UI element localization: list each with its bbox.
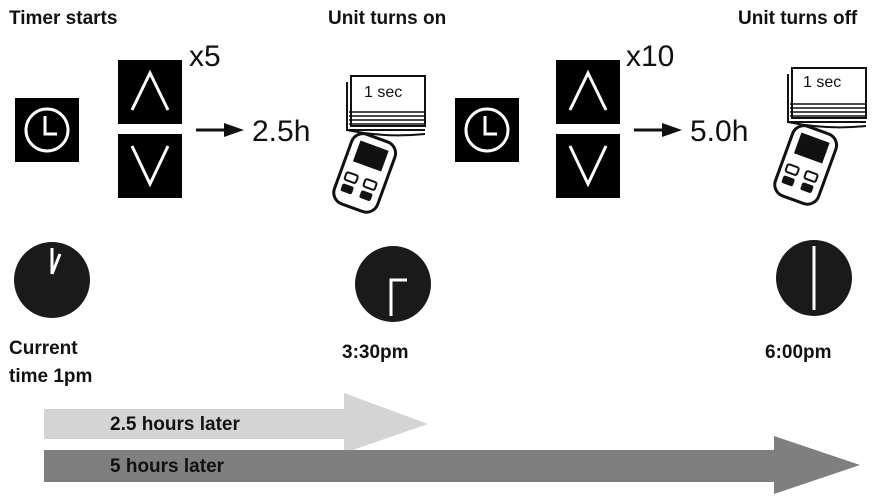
timer-clock-button-2[interactable] [455,98,519,162]
timer-down-button[interactable] [118,134,182,198]
up-arrow-icon [568,69,608,111]
ac-unit-icon [346,75,426,137]
remote-control-icon [773,124,839,206]
timer-up-button[interactable] [118,60,182,124]
caption-start-line1: Current [9,338,78,359]
right-arrow-icon [634,123,682,137]
clock-face-icon [355,246,431,322]
ac-unit-icon [787,67,867,129]
clock-face-icon [14,242,90,318]
down-arrow-icon [130,145,170,188]
duration-step1: 2.5h [252,115,311,148]
caption-on-time: 3:30pm [342,342,409,363]
down-arrow-icon [568,145,608,188]
ac-signal-off: 1 sec [803,74,842,91]
clock-icon [24,107,70,153]
timeline-bar-5-hours [44,436,860,494]
timer-down-button-2[interactable] [556,134,620,198]
remote-control-icon [332,132,398,214]
timeline-bar-2-5-hours [44,393,428,453]
press-count-step1: x5 [189,40,221,73]
ac-unit-off: 1 sec [786,64,868,132]
ac-signal-on: 1 sec [364,84,403,101]
right-arrow-icon [196,123,244,137]
timer-up-button-2[interactable] [556,60,620,124]
up-arrow-icon [130,69,170,111]
heading-unit-turns-off: Unit turns off [738,8,858,29]
bar-label-2-5-hours: 2.5 hours later [110,414,240,435]
clock-icon [464,107,510,153]
heading-timer-starts: Timer starts [9,8,118,29]
press-count-step2: x10 [626,40,675,73]
duration-step2: 5.0h [690,115,749,148]
clock-face-icon [776,240,852,316]
caption-off-time: 6:00pm [765,342,832,363]
ac-unit-on: 1 sec [345,72,427,140]
bar-label-5-hours: 5 hours later [110,456,225,477]
caption-start-line2: time 1pm [9,366,93,387]
heading-unit-turns-on: Unit turns on [328,8,447,29]
timer-clock-button[interactable] [15,98,79,162]
